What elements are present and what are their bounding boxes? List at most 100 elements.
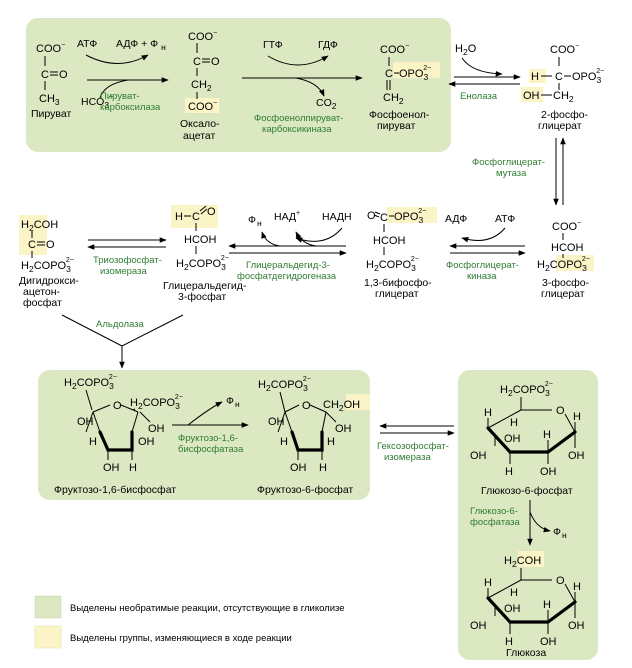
- svg-text:HCOH: HCOH: [184, 234, 216, 246]
- svg-text:Дигидрокси-: Дигидрокси-: [19, 275, 79, 287]
- fructose-1-6-bisphosphate: H2COPO32− H2COPO32− O H OH OH OH OH H Фр…: [54, 374, 183, 496]
- svg-text:Пируват: Пируват: [31, 108, 71, 120]
- svg-text:изомераза: изомераза: [100, 266, 147, 277]
- svg-text:OH: OH: [504, 433, 521, 445]
- svg-text:Фн: Фн: [226, 395, 240, 409]
- svg-text:фосфат: фосфат: [23, 297, 62, 309]
- green-box-top: [26, 18, 451, 152]
- svg-text:НАД+: НАД+: [274, 210, 300, 223]
- svg-text:OH: OH: [77, 416, 94, 428]
- svg-text:H: H: [543, 599, 551, 611]
- svg-text:H: H: [510, 587, 518, 599]
- svg-text:H2COH: H2COH: [21, 219, 58, 233]
- svg-text:OH: OH: [540, 636, 557, 648]
- svg-text:H: H: [543, 429, 551, 441]
- 2-phosphoglycerate: COO− H C OPO32− OH CH2 2-фосфо- глицерат: [523, 43, 604, 132]
- highlight-2pg-h: [529, 69, 546, 83]
- highlight-3pg-copo3: [556, 255, 594, 271]
- svg-text:OH: OH: [470, 620, 487, 632]
- svg-text:OPO32−: OPO32−: [572, 68, 604, 85]
- svg-text:COO−: COO−: [552, 220, 581, 233]
- highlight-pep-opo3: [393, 62, 440, 78]
- 1-3-bisphosphoglycerate: O C OPO32− HCOH H2COPO32− 1,3-бифосфо- г…: [364, 208, 432, 300]
- svg-text:OH: OH: [290, 462, 307, 474]
- hexosephosphate-isomerase-reaction: Гексозофосфат- изомераза: [377, 423, 455, 463]
- svg-text:H: H: [573, 581, 581, 593]
- svg-text:OH: OH: [568, 620, 585, 632]
- svg-text:НАДН: НАДН: [322, 211, 352, 223]
- svg-text:O: O: [211, 56, 220, 68]
- svg-text:H: H: [573, 411, 581, 423]
- svg-text:H2COPO32−: H2COPO32−: [500, 381, 553, 398]
- svg-text:C: C: [28, 239, 36, 251]
- highlight-glucose-oh: [518, 551, 544, 567]
- svg-text:H2COPO32−: H2COPO32−: [258, 376, 311, 393]
- svg-text:H: H: [89, 436, 97, 448]
- svg-text:H2COPO32−: H2COPO32−: [537, 256, 590, 273]
- 3-phosphoglycerate: COO− HCOH H2COPO32− 3-фосфо- глицерат: [537, 220, 590, 300]
- highlight-dhap: [19, 215, 47, 255]
- svg-text:OPO32−: OPO32−: [394, 208, 426, 225]
- oxaloacetate: COO− C O CH2 COO− Оксало- ацетат: [180, 30, 220, 142]
- svg-text:H: H: [280, 436, 288, 448]
- svg-text:OH: OH: [103, 462, 120, 474]
- glucose-6-phosphatase-reaction: Фн Глюкозо-6- фосфатаза: [470, 500, 567, 546]
- svg-text:H: H: [510, 417, 518, 429]
- svg-text:C: C: [380, 212, 388, 224]
- svg-text:Глюкозо-6-: Глюкозо-6-: [470, 506, 518, 517]
- svg-text:H2COPO32−: H2COPO32−: [176, 255, 229, 272]
- highlight-2pg-oh: [521, 87, 543, 102]
- svg-text:изомераза: изомераза: [384, 452, 431, 463]
- svg-text:O: O: [556, 575, 565, 587]
- legend-yellow-text: Выделены группы, изменяющиеся в ходе реа…: [70, 633, 292, 644]
- svg-text:3-фосфо-: 3-фосфо-: [542, 277, 590, 289]
- glyceraldehyde-3-phosphate: H C O HCOH H2COPO32− Глицеральдегид- 3-ф…: [163, 205, 247, 303]
- svg-text:OH: OH: [148, 423, 165, 435]
- svg-text:OH: OH: [138, 436, 155, 448]
- svg-text:пируват: пируват: [377, 120, 416, 132]
- svg-text:COO−: COO−: [550, 43, 579, 56]
- green-box-fructose: [38, 370, 370, 500]
- svg-text:C: C: [41, 69, 49, 81]
- svg-text:Фн: Фн: [553, 526, 567, 540]
- svg-text:O: O: [367, 210, 376, 222]
- svg-text:бисфосфатаза: бисфосфатаза: [178, 444, 244, 455]
- svg-text:фосфатдегидрогеназа: фосфатдегидрогеназа: [237, 271, 337, 282]
- highlight-oxaloacetate-coo: [185, 98, 219, 113]
- svg-text:карбоксикиназа: карбоксикиназа: [262, 124, 332, 135]
- svg-text:глицерат: глицерат: [375, 288, 419, 300]
- svg-text:карбоксилаза: карбоксилаза: [100, 102, 161, 113]
- svg-text:CH2: CH2: [553, 90, 574, 104]
- svg-text:COO−: COO−: [380, 43, 409, 56]
- svg-text:Фосфоглицерат-: Фосфоглицерат-: [446, 260, 519, 271]
- svg-text:Фруктозо-6-фосфат: Фруктозо-6-фосфат: [257, 484, 353, 496]
- gdp-label: ГДФ: [318, 39, 338, 51]
- svg-text:Фруктозо-1,6-: Фруктозо-1,6-: [178, 433, 238, 444]
- svg-text:Фосфоенол-: Фосфоенол-: [369, 109, 430, 121]
- svg-text:O: O: [113, 400, 122, 412]
- svg-text:OH: OH: [335, 423, 352, 435]
- highlight-f6p-oh: [346, 394, 370, 410]
- gtp-label: ГТФ: [263, 39, 283, 51]
- svg-text:H: H: [505, 466, 513, 478]
- svg-text:COO−: COO−: [36, 42, 65, 55]
- svg-text:COO−: COO−: [188, 100, 217, 113]
- legend: Выделены необратимые реакции, отсутствую…: [34, 595, 345, 649]
- svg-text:CH3: CH3: [39, 93, 60, 107]
- aldolase-reaction: Альдолаза: [61, 314, 184, 369]
- svg-text:H: H: [531, 71, 539, 83]
- svg-text:Глицеральдегид-3-: Глицеральдегид-3-: [246, 260, 330, 271]
- svg-text:H: H: [129, 462, 137, 474]
- svg-text:глицерат: глицерат: [538, 120, 582, 132]
- svg-text:O: O: [59, 69, 68, 81]
- svg-text:HCOH: HCOH: [551, 242, 583, 254]
- legend-yellow-swatch: [34, 625, 62, 649]
- svg-text:H2COH: H2COH: [504, 555, 541, 569]
- svg-text:H: H: [327, 436, 335, 448]
- svg-text:OH: OH: [268, 416, 285, 428]
- svg-text:HCOH: HCOH: [373, 235, 405, 247]
- svg-text:Фн: Фн: [248, 214, 262, 228]
